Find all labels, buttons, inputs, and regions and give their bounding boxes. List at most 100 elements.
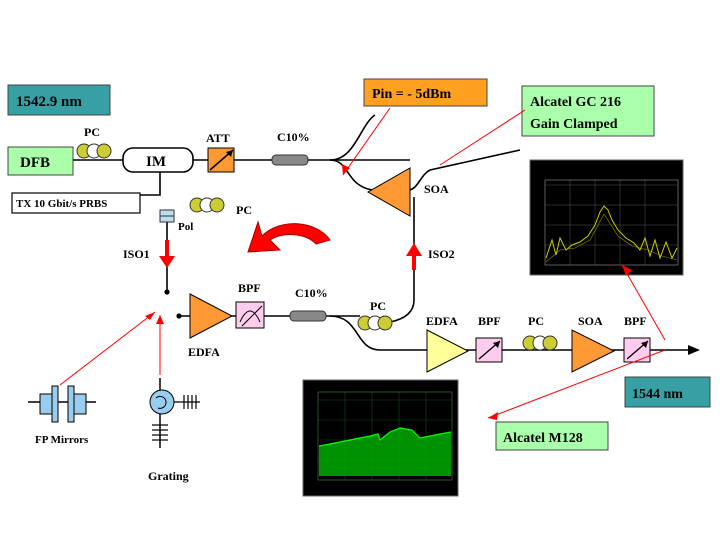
iso2-label: ISO2 [428, 247, 455, 261]
pc-top: PC [76, 125, 112, 159]
fp-mirror-right-plate [67, 385, 75, 423]
spectrum-top-trace-2 [545, 213, 678, 263]
loop-endpoint-dot [164, 289, 170, 295]
im-box [122, 147, 194, 173]
bpf-loop-label: BPF [238, 281, 261, 295]
loop-edfa-dot [176, 313, 182, 319]
pointer-fp-arrow-icon [145, 312, 155, 320]
edfa-loop-triangle [189, 293, 234, 339]
pc-top-label: PC [84, 125, 100, 139]
soa-out-triangle [571, 329, 616, 373]
fibre-out [329, 315, 427, 351]
dfb-box [7, 146, 74, 176]
coupler-top: C10% [271, 130, 310, 166]
label-box-pin: Pin = - 5dBm [363, 78, 488, 107]
pc-pol: PC [189, 197, 252, 217]
spectrum-bottom-frame [317, 391, 453, 481]
edfa-loop: EDFA [188, 293, 234, 359]
wavelength-in-text: 1542.9 nm [16, 94, 82, 110]
alcatel-gc-line2: Gain Clamped [530, 117, 618, 132]
tx-text: TX 10 Gbit/s PRBS [16, 198, 107, 210]
pol-label: Pol [178, 221, 193, 233]
pc-out: PC [522, 314, 558, 351]
label-box-alcatel-gc: Alcatel GC 216 Gain Clamped [521, 85, 655, 137]
pc-loop-label: PC [370, 299, 386, 313]
fibre-coupler-pin [329, 114, 376, 161]
pointer-bottom-scope-arrow-icon [488, 412, 498, 420]
pc-loop: PC [357, 299, 393, 331]
att-arrow-icon [226, 150, 233, 157]
polarizer: Pol [159, 209, 193, 233]
pointer-top-scope [621, 264, 666, 341]
iso1-arrow-icon [159, 256, 175, 268]
pc-out-label: PC [528, 314, 544, 328]
alcatel-m128-text: Alcatel M128 [503, 431, 583, 446]
pointer-lines [59, 107, 666, 419]
label-box-alcatel-m128-bg [495, 421, 609, 451]
pointer-top-scope-arrow-icon [622, 265, 632, 276]
label-box-alcatel-gc-bg [521, 85, 655, 137]
pc-top-paddle-3 [96, 143, 112, 159]
pc-pol-label: PC [236, 203, 252, 217]
spectrum-top-grid [545, 180, 678, 265]
soa-loop-label: SOA [424, 182, 449, 196]
output-arrow-head [688, 345, 700, 355]
fp-mirror-right-body [73, 393, 87, 415]
coupler-top-label: C10% [277, 130, 310, 144]
grating-icon: Grating [148, 378, 200, 483]
coupler-bottom-body [289, 310, 327, 322]
iso1-label: ISO1 [123, 247, 150, 261]
bpf-out2-arrow-icon [641, 341, 648, 348]
im-text: IM [146, 154, 166, 170]
edfa-out: EDFA [426, 314, 470, 373]
pc-out-paddle-3 [542, 335, 558, 351]
bpf-loop-slash [241, 305, 263, 327]
pointer-pin-arrow-icon [342, 164, 350, 175]
soa-loop-triangle [366, 167, 411, 217]
soa-out-label: SOA [578, 314, 603, 328]
pointer-alcatel-gc [439, 109, 526, 166]
label-box-alcatel-m128: Alcatel M128 [495, 421, 609, 451]
grating-label: Grating [148, 469, 189, 483]
iso2-arrow-icon [406, 243, 422, 256]
edfa-out-label: EDFA [426, 314, 458, 328]
label-box-wavelength-in-bg [7, 84, 111, 116]
fp-mirror-left-body [39, 393, 53, 415]
wavelength-out-text: 1544 nm [632, 387, 683, 402]
iso1-isolator: ISO1 [123, 240, 175, 268]
pointer-pin [342, 107, 391, 176]
bpf-out2-label: BPF [624, 314, 647, 328]
label-box-wavelength-out: 1544 nm [624, 376, 711, 408]
loop-direction-arrow-icon [247, 220, 331, 253]
edfa-out-triangle [426, 329, 470, 373]
fibre-loop-right [389, 299, 415, 323]
pointer-bottom-scope [487, 349, 666, 419]
pc-pol-paddle-3 [209, 197, 225, 213]
spectrum-screenshot-top [529, 159, 684, 276]
grating-circulator [149, 389, 175, 415]
pointer-arrowheads [145, 164, 632, 420]
grating-circulator-arrow [155, 395, 167, 409]
grating-ticks-bottom [152, 424, 168, 441]
spectrum-bottom-trace [318, 427, 452, 447]
im-modulator: IM [122, 147, 194, 173]
fp-mirrors-label: FP Mirrors [35, 434, 89, 446]
fibre-soa-out [407, 149, 521, 191]
coupler-bottom-label: C10% [295, 286, 328, 300]
soa-out: SOA [571, 314, 616, 373]
pin-text: Pin = - 5dBm [372, 87, 451, 102]
label-box-pin-bg [363, 78, 488, 107]
fp-mirrors-icon: FP Mirrors [28, 385, 96, 446]
bpf-out2: BPF [623, 314, 651, 363]
bpf-out1: BPF [475, 314, 503, 363]
edfa-loop-label: EDFA [188, 345, 220, 359]
soa-loop: SOA [366, 167, 449, 217]
bpf-out1-arrow-icon [493, 341, 500, 348]
pointer-grating-arrow-icon [156, 315, 164, 324]
bpf-loop: BPF [235, 281, 265, 329]
spectrum-top-frame [544, 179, 679, 266]
bpf-loop-box [235, 301, 265, 329]
dfb-text: DFB [20, 155, 50, 171]
spectrum-top-trace [545, 205, 678, 260]
